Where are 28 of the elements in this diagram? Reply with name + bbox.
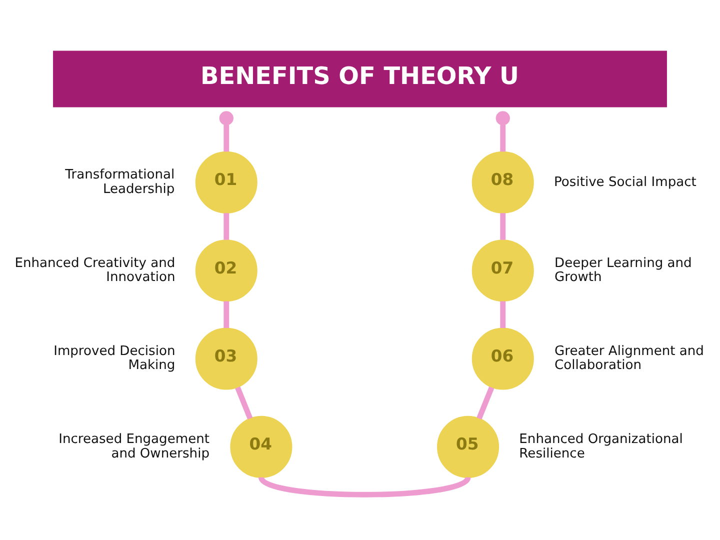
node-circle: 01 bbox=[195, 150, 258, 213]
node-label: Deeper Learning and Growth bbox=[554, 255, 692, 285]
connector bbox=[500, 212, 506, 240]
connector bbox=[500, 300, 506, 328]
node-label: Enhanced Organizational Resilience bbox=[519, 432, 683, 461]
node-label: Greater Alignment and Collaboration bbox=[554, 344, 704, 373]
node-circle: 07 bbox=[472, 239, 534, 302]
connector bbox=[224, 124, 230, 152]
node-circle: 02 bbox=[195, 239, 258, 302]
connector bbox=[476, 386, 494, 420]
node-circle: 03 bbox=[195, 327, 258, 390]
diagram-title: BENEFITS OF THEORY U bbox=[200, 62, 520, 90]
node-label: Positive Social Impact bbox=[554, 174, 696, 190]
node-circle bbox=[219, 110, 234, 125]
node-label: Transformational Leadership bbox=[65, 167, 175, 196]
node-label: Increased Engagement and Ownership bbox=[58, 432, 210, 461]
connector bbox=[235, 386, 253, 420]
connector bbox=[224, 212, 230, 240]
connector bbox=[259, 475, 470, 497]
connector bbox=[500, 124, 506, 152]
node-label: Enhanced Creativity and Innovation bbox=[14, 255, 176, 285]
node-circle: 05 bbox=[437, 415, 500, 478]
node-circle: 04 bbox=[230, 415, 292, 478]
node-circle bbox=[496, 110, 510, 125]
node-circle: 06 bbox=[472, 327, 534, 390]
connector bbox=[224, 300, 230, 328]
node-label: Improved Decision Making bbox=[54, 344, 176, 373]
node-circle: 08 bbox=[472, 150, 534, 213]
